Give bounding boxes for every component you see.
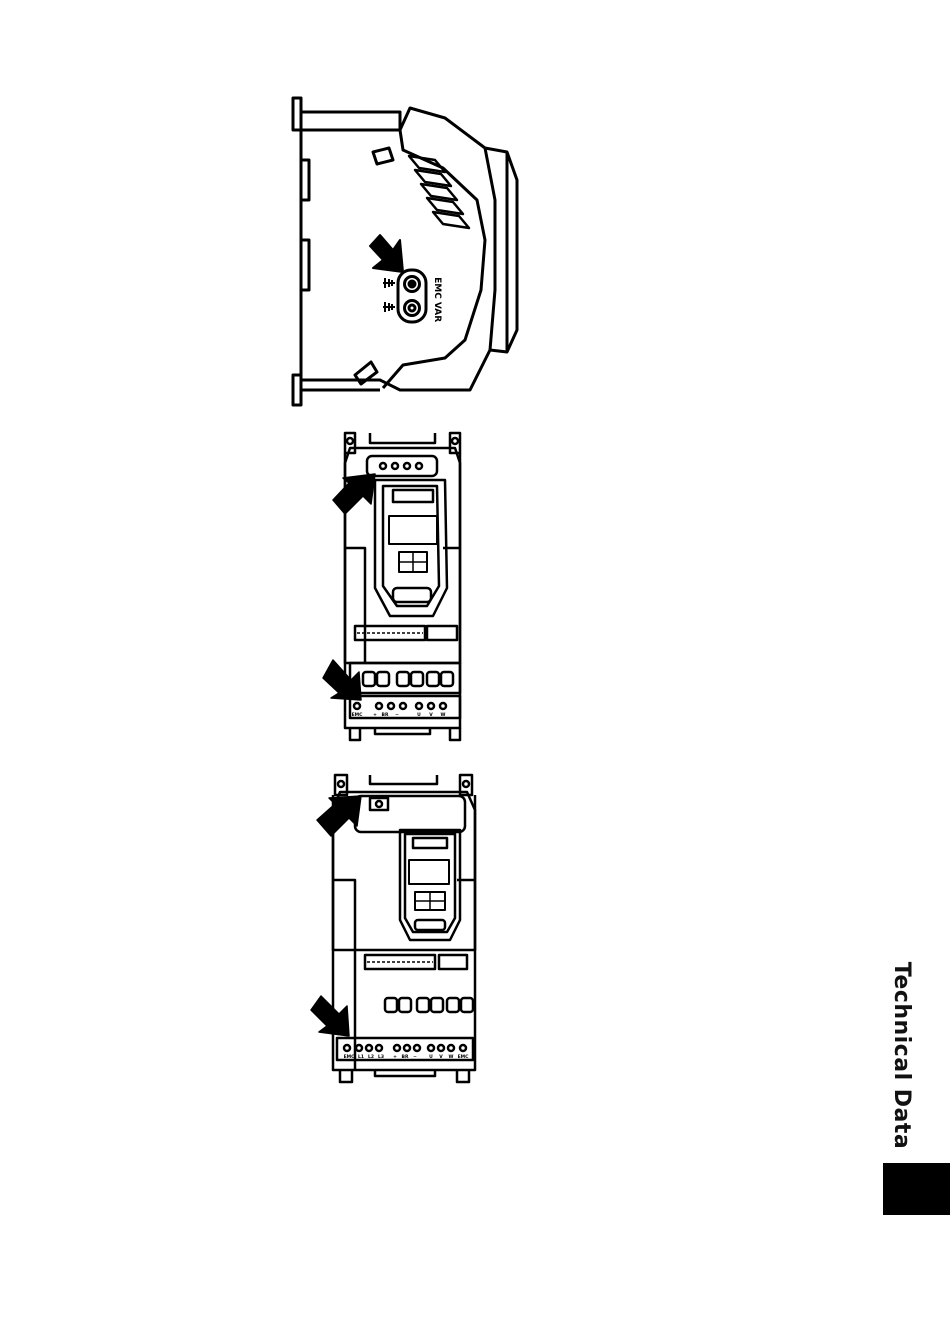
terminal-label: − [413, 1055, 417, 1060]
section-title-text: Technical Data [890, 961, 915, 1148]
terminal-label: + [393, 1054, 397, 1060]
terminal-label: EMC [458, 1054, 470, 1060]
terminal-label: − [395, 713, 399, 718]
terminal-label: U [429, 1054, 433, 1060]
terminal-label: BR [382, 712, 389, 718]
section-tab-title: Technical Data [872, 960, 932, 1150]
terminal-label: + [373, 712, 377, 718]
emc-switch-label: EMC [432, 277, 442, 299]
drive-front-view-figure-large: EMC L1 L2 L3 + BR − U V W EMC [305, 770, 495, 1088]
terminal-label: V [429, 712, 433, 718]
terminal-label: L1 [358, 1054, 364, 1060]
terminal-label: L2 [368, 1054, 374, 1060]
var-switch-label: VAR [432, 302, 442, 322]
terminal-label: EMC [344, 1054, 356, 1060]
terminal-label: W [449, 1054, 454, 1060]
drive-side-view-figure: EMC VAR [285, 90, 530, 415]
terminal-label: EMC [352, 712, 364, 718]
terminal-label: BR [402, 1054, 409, 1060]
terminal-label: V [439, 1054, 443, 1060]
terminal-label: W [441, 712, 446, 718]
section-tab-marker [883, 1163, 950, 1215]
drive-front-view-figure-small: EMC + BR − U V W [315, 428, 475, 746]
terminal-label: L3 [378, 1054, 384, 1060]
terminal-label: U [417, 712, 421, 718]
